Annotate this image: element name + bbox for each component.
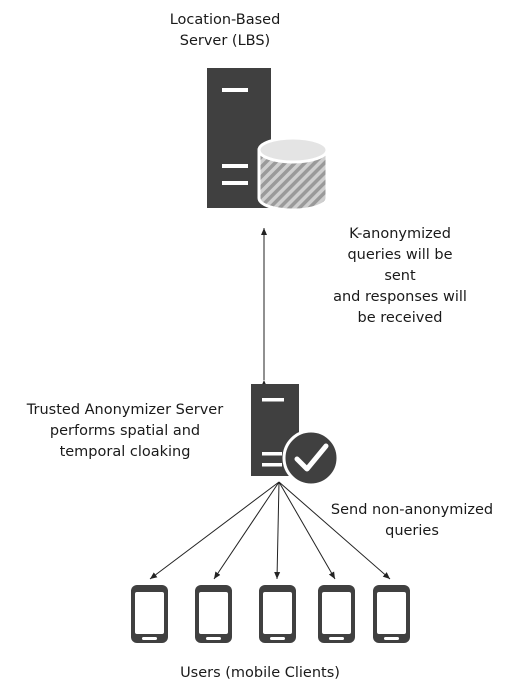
anonymizer-description: Trusted Anonymizer Server performs spati… (4, 400, 246, 463)
clients-label: Users (mobile Clients) (160, 663, 360, 684)
smartphone-icon (195, 585, 232, 643)
clients-label-text: Users (mobile Clients) (180, 665, 340, 681)
client-arrow-1 (149, 481, 280, 580)
smartphone-icon (373, 585, 410, 643)
client-arrow-4 (278, 481, 336, 580)
clients-note-line2: queries (385, 523, 439, 539)
link-note-line2: queries will be (347, 247, 453, 263)
link-note: K-anonymized queries will be sent and re… (305, 224, 495, 329)
client-arrow-3 (274, 481, 281, 580)
anonymizer-line3: temporal cloaking (59, 444, 191, 460)
lbs-title-line1: Location-Based (169, 12, 281, 28)
anonymizer-line1: Trusted Anonymizer Server (26, 402, 224, 418)
clients-note-line1: Send non-anonymized (330, 502, 494, 518)
smartphone-icon (259, 585, 296, 643)
link-note-line5: be received (357, 310, 443, 326)
link-note-line1: K-anonymized (349, 226, 451, 242)
link-note-line3: sent (384, 268, 416, 284)
database-icon (257, 136, 329, 212)
client-arrow-5 (278, 481, 391, 580)
client-arrows (149, 481, 391, 580)
check-circle-icon (282, 429, 340, 487)
smartphone-icon (318, 585, 355, 643)
lbs-title-line2: Server (LBS) (179, 33, 271, 49)
clients-note: Send non-anonymized queries (322, 500, 502, 542)
link-note-line4: and responses will (333, 289, 467, 305)
anonymizer-line2: performs spatial and (49, 423, 201, 439)
smartphone-icon (131, 585, 168, 643)
client-arrow-2 (213, 481, 280, 580)
lbs-title: Location-Based Server (LBS) (140, 10, 310, 52)
